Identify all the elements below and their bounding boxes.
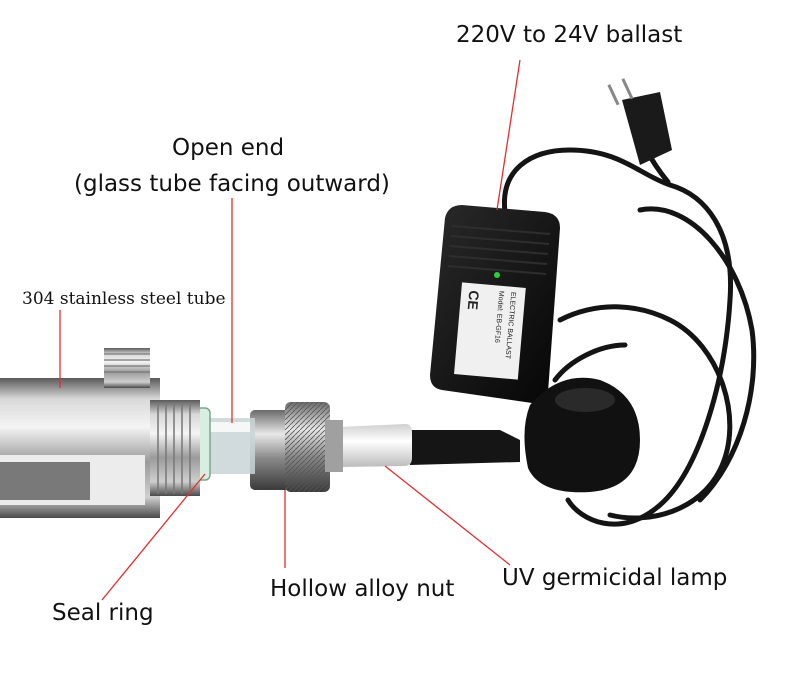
lamp-cup (524, 377, 640, 493)
leader-uv (384, 465, 511, 566)
label-seal-ring: Seal ring (52, 600, 154, 626)
leader-lines (59, 59, 521, 601)
ce-mark: CE (465, 290, 483, 311)
power-cable (501, 107, 757, 527)
label-uv-lamp: UV germicidal lamp (502, 565, 728, 591)
label-hollow-nut: Hollow alloy nut (270, 576, 455, 602)
ballast-sticker: ELECTRIC BALLAST Model: EB-GF16 CE (454, 282, 526, 380)
hollow-nut (250, 402, 343, 492)
lamp-cap (340, 424, 412, 467)
label-open-end-detail: (glass tube facing outward) (74, 171, 390, 197)
leader-seal (101, 473, 206, 601)
lamp-cable (410, 430, 520, 465)
label-ballast: 220V to 24V ballast (456, 22, 683, 48)
sticker-model: Model: EB-GF16 (493, 291, 505, 344)
steel-tube (0, 348, 200, 518)
label-open-end: Open end (172, 135, 285, 161)
power-plug (607, 78, 672, 165)
ballast-box: ELECTRIC BALLAST Model: EB-GF16 CE (430, 205, 560, 404)
label-steel-tube: 304 stainless steel tube (22, 289, 226, 309)
leader-ballast (496, 59, 521, 211)
